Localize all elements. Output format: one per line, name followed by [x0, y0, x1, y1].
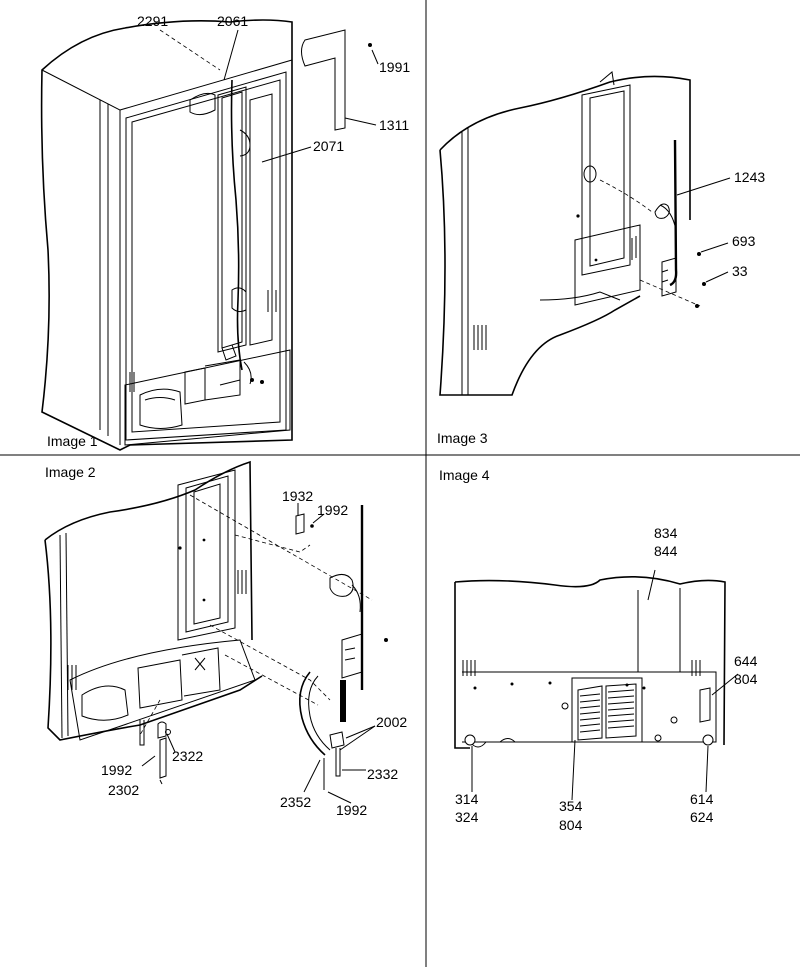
image3-title: Image 3 — [437, 430, 488, 446]
callout-2002: 2002 — [376, 714, 407, 730]
callout-2291: 2291 — [137, 13, 168, 29]
callout-314: 314 — [455, 791, 479, 807]
callout-33: 33 — [732, 263, 748, 279]
image4-callouts: 834 844 644 804 314 324 354 804 614 624 — [455, 525, 758, 833]
callout-2302: 2302 — [108, 782, 139, 798]
callout-804: 804 — [734, 671, 758, 687]
callout-834: 834 — [654, 525, 678, 541]
callout-2322: 2322 — [172, 748, 203, 764]
callout-804: 804 — [559, 817, 583, 833]
callout-2332: 2332 — [367, 766, 398, 782]
image4-title: Image 4 — [439, 467, 490, 483]
callout-614: 614 — [690, 791, 714, 807]
callout-644: 644 — [734, 653, 758, 669]
callout-624: 624 — [690, 809, 714, 825]
image1-illustration — [40, 19, 379, 451]
image4-illustration — [454, 569, 739, 801]
callout-1932: 1932 — [282, 488, 313, 504]
callout-2352: 2352 — [280, 794, 311, 810]
image2-title: Image 2 — [45, 464, 96, 480]
callout-1992: 1992 — [336, 802, 367, 818]
callout-693: 693 — [732, 233, 756, 249]
callout-2071: 2071 — [313, 138, 344, 154]
image3-illustration — [439, 71, 731, 396]
image1-callouts: 2291 2061 1991 1311 2071 — [137, 13, 410, 154]
callout-1992: 1992 — [101, 762, 132, 778]
callout-844: 844 — [654, 543, 678, 559]
image1-title: Image 1 — [47, 433, 98, 449]
callout-1243: 1243 — [734, 169, 765, 185]
callout-1991: 1991 — [379, 59, 410, 75]
image2-callouts: 1932 1992 2002 2322 1992 2302 2352 1992 … — [101, 488, 407, 818]
callout-354: 354 — [559, 798, 583, 814]
callout-1992: 1992 — [317, 502, 348, 518]
callout-324: 324 — [455, 809, 479, 825]
callout-2061: 2061 — [217, 13, 248, 29]
image3-callouts: 1243 693 33 — [732, 169, 765, 279]
image2-illustration — [44, 460, 388, 804]
callout-1311: 1311 — [379, 117, 409, 133]
